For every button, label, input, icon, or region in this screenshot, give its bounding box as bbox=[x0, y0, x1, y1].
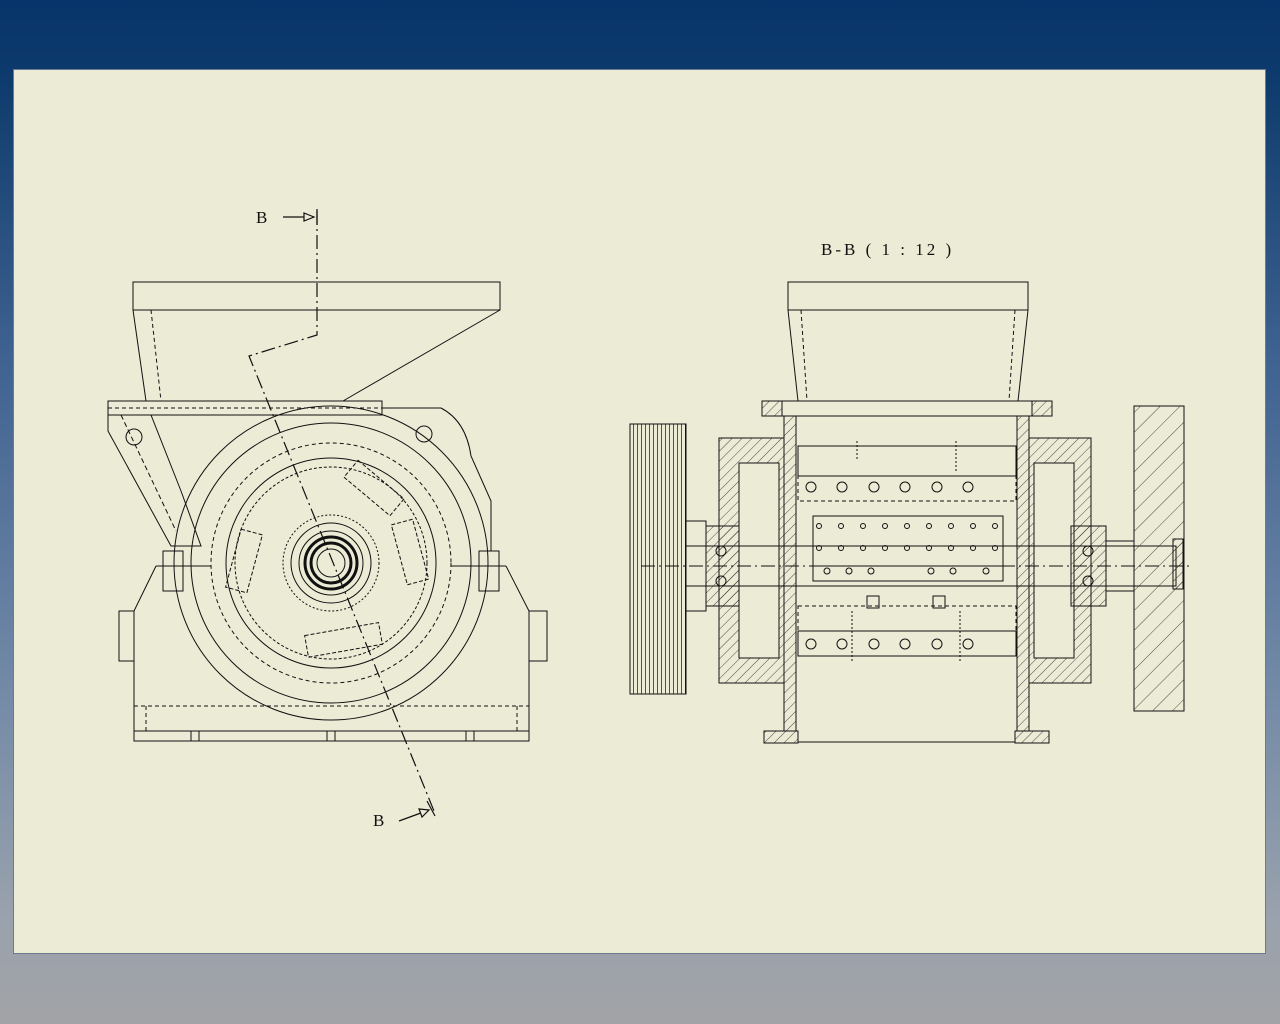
front-view bbox=[107, 209, 548, 822]
rotor-assembly bbox=[797, 445, 1017, 657]
handle-left bbox=[118, 610, 134, 662]
wall-left bbox=[783, 415, 797, 732]
bearing-right bbox=[1070, 525, 1107, 607]
drawing-sheet: B B B-B ( 1 : 12 ) bbox=[13, 69, 1266, 954]
machine-base bbox=[133, 565, 530, 742]
lug-left bbox=[162, 550, 184, 592]
section-view bbox=[629, 281, 1191, 744]
hammers bbox=[224, 459, 430, 658]
casing-outline bbox=[382, 407, 492, 551]
section-title: B-B ( 1 : 12 ) bbox=[821, 240, 954, 259]
handle-right bbox=[529, 610, 548, 662]
section-mark-top: B bbox=[256, 208, 267, 227]
rotor-housing bbox=[173, 405, 489, 721]
lug-right bbox=[478, 550, 500, 592]
hopper bbox=[132, 281, 501, 402]
lifting-eye bbox=[125, 428, 143, 446]
rotor-bolts bbox=[805, 441, 998, 661]
section-hopper bbox=[787, 281, 1029, 402]
bearing-left bbox=[705, 525, 740, 607]
flywheel bbox=[1105, 405, 1185, 712]
section-mark-bottom: B bbox=[373, 811, 384, 830]
section-line bbox=[248, 209, 436, 822]
drive-pulley bbox=[629, 423, 707, 695]
inlet-chute bbox=[107, 414, 202, 547]
wall-right bbox=[1016, 415, 1030, 732]
drawing-canvas: B B B-B ( 1 : 12 ) bbox=[107, 208, 1191, 830]
